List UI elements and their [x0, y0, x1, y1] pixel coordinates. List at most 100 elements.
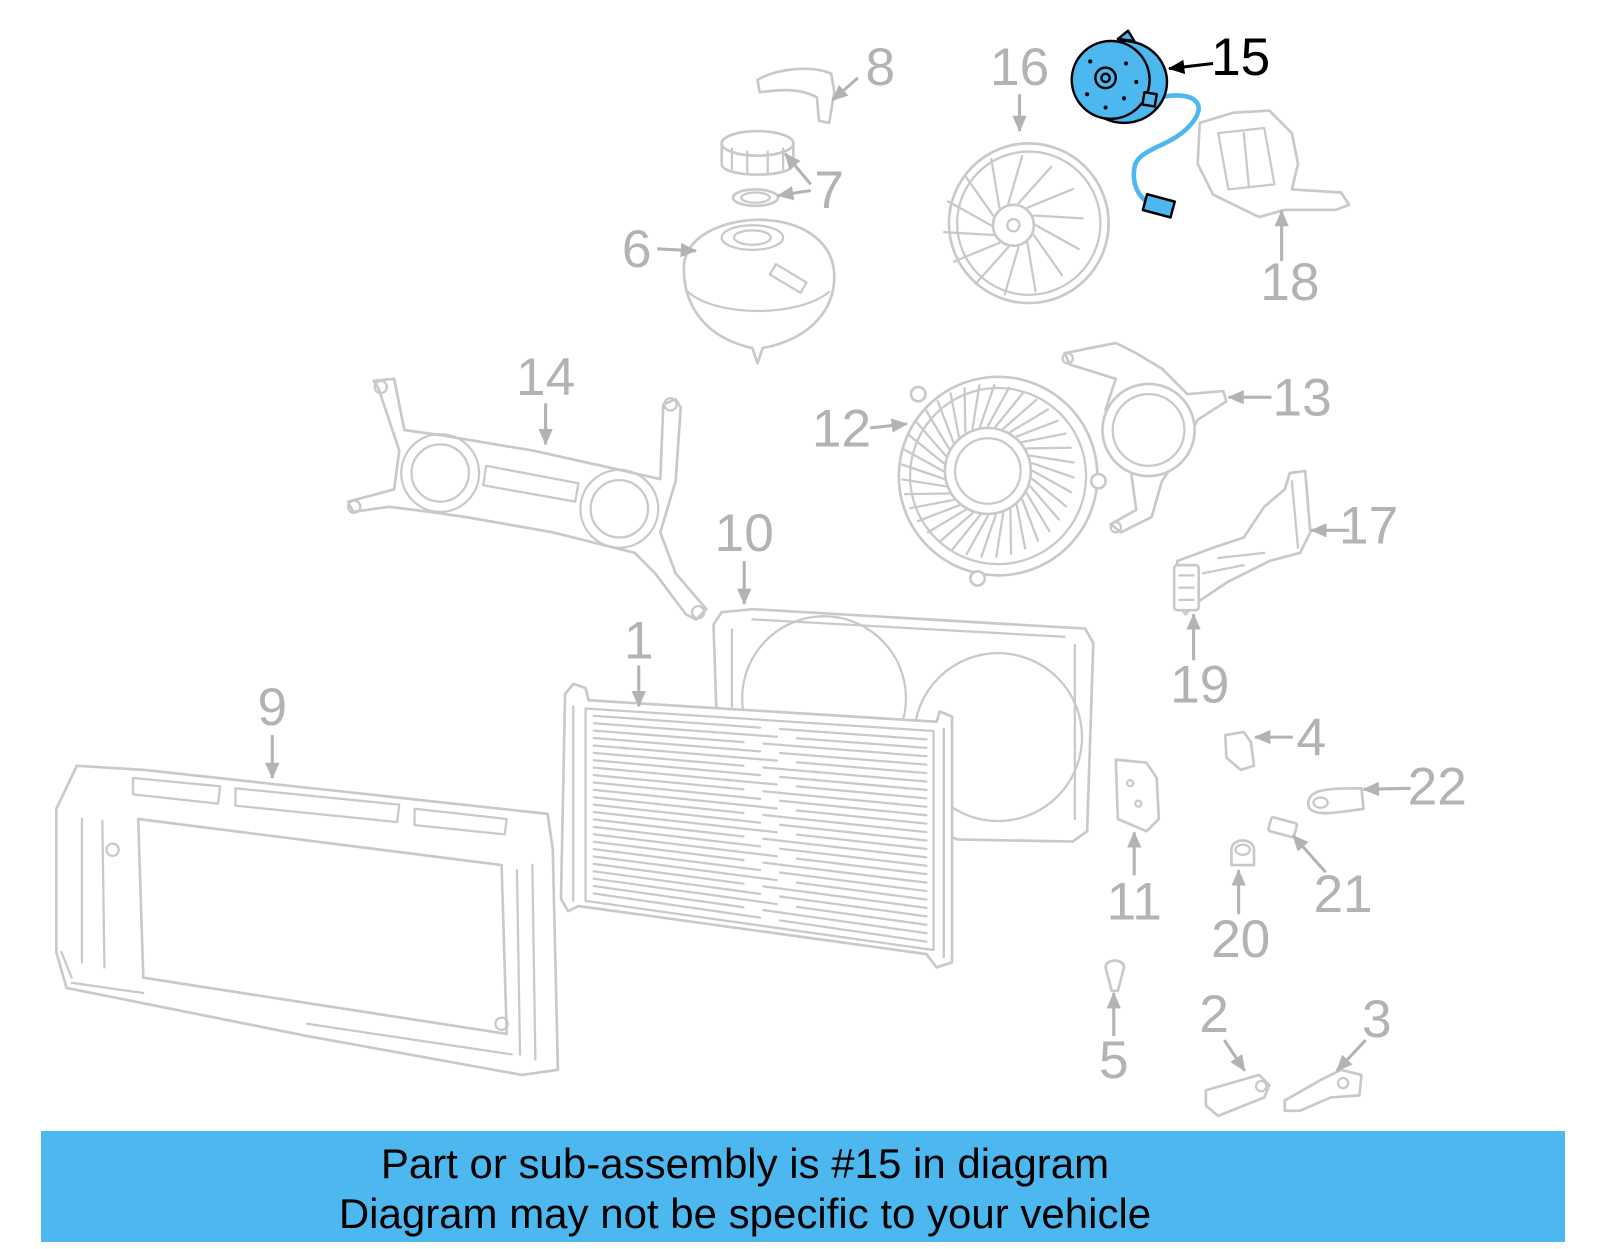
radiator-fin-line: [762, 790, 928, 808]
part-14-fan-bracket: [346, 377, 708, 621]
fan-blade-line: [1032, 214, 1084, 220]
fan-blade-line: [909, 498, 955, 510]
radiator-fin-line: [592, 840, 745, 862]
radiator-fin-line: [795, 761, 928, 775]
fan-16-blades: [943, 155, 1084, 296]
radiator-fin-line: [592, 722, 778, 738]
fan-blade-line: [1034, 224, 1080, 251]
fan-blade-line: [1002, 398, 1038, 430]
part-11-bracket: [1114, 758, 1161, 833]
part-4-clip: [1224, 730, 1256, 772]
callout-6: 6: [622, 220, 652, 279]
fan-blade-line: [965, 514, 989, 556]
callout-12: 12: [812, 399, 871, 458]
fan-blade-line: [1031, 477, 1068, 508]
fan-blade-line: [1009, 408, 1050, 434]
radiator-fin-line: [795, 785, 928, 800]
fan-blade-line: [1009, 508, 1013, 555]
fan-blade-line: [986, 386, 1011, 428]
fan-blade-line: [916, 504, 961, 523]
part-3-mount: [1283, 1068, 1363, 1113]
part-5-plug: [1104, 959, 1126, 993]
fan-blade-line: [952, 241, 1001, 263]
callout-13: 13: [1273, 369, 1332, 428]
radiator-fin-line: [592, 796, 745, 815]
callout-arrow-2: [1223, 1039, 1247, 1072]
fan-blade-line: [925, 409, 950, 450]
callout-3: 3: [1362, 990, 1392, 1049]
radiator-fin-line: [795, 881, 928, 901]
radiator-fin-line: [592, 736, 762, 753]
radiator-fin-line: [592, 870, 762, 895]
fan-blade-line: [951, 514, 982, 551]
radiator-fin-line: [778, 799, 928, 817]
part-12-fan-assembly: [897, 375, 1107, 587]
part-20-temperature-switch: [1230, 839, 1256, 867]
radiator-fin-line: [762, 908, 928, 935]
fan-blade-line: [1032, 233, 1064, 277]
radiator-fin-line: [592, 855, 778, 882]
radiator-fin-line: [795, 737, 928, 749]
callout-22: 22: [1408, 758, 1467, 817]
part-1-radiator: [559, 682, 954, 969]
part-21-connector: [1267, 815, 1299, 839]
radiator-fin-line: [778, 727, 928, 741]
callout-8: 8: [866, 38, 896, 97]
radiator-fin-line: [592, 884, 745, 909]
radiator-fin-line: [762, 885, 928, 909]
banner-line-disclaimer: Diagram may not be specific to your vehi…: [338, 1190, 1152, 1237]
radiator-fin-line: [592, 892, 762, 919]
callout-arrow-22: [1362, 781, 1411, 797]
callout-arrow-3: [1335, 1039, 1367, 1072]
callout-14: 14: [516, 348, 575, 407]
radiator-fin-line: [592, 714, 762, 729]
part-2-mount: [1204, 1073, 1271, 1118]
radiator-fins: [592, 714, 928, 943]
part-22-sensor-plug: [1306, 786, 1365, 815]
fan-blade-line: [1025, 446, 1072, 450]
part-18-mounting-bracket: [1196, 109, 1351, 219]
radiator-fin-line: [795, 833, 928, 851]
fan-blade-line: [1003, 246, 1020, 296]
radiator-fin-line: [778, 847, 928, 867]
radiator-fin-line: [778, 871, 928, 893]
fan-blade-line: [1015, 504, 1027, 550]
fan-blade-line: [903, 448, 944, 473]
part-9-radiator-support: [54, 764, 560, 1077]
callout-15: 15: [1211, 28, 1270, 87]
radiator-fin-line: [592, 788, 778, 810]
radiator-fin-line: [795, 905, 928, 926]
fan-blade-line: [1026, 241, 1037, 293]
part-15-fan-motor: [1070, 29, 1201, 219]
radiator-fin-line: [795, 809, 928, 825]
fan-blade-line: [901, 478, 947, 488]
banner-line-part-number: Part or sub-assembly is #15 in diagram: [380, 1140, 1110, 1187]
callout-17: 17: [1339, 497, 1398, 556]
radiator-fin-line: [778, 823, 928, 842]
radiator-fin-line: [592, 729, 745, 744]
fan-blade-line: [963, 174, 995, 217]
radiator-fin-line: [592, 803, 762, 824]
radiator-fin-line: [592, 744, 778, 762]
radiator-fin-line: [592, 862, 745, 885]
radiator-fin-line: [778, 895, 928, 918]
fan-blade-line: [980, 514, 997, 558]
callout-arrow-7b: [776, 186, 811, 201]
fan-blade-line: [1031, 469, 1073, 494]
radiator-fin-line: [592, 833, 778, 858]
callout-arrow-21: [1291, 834, 1327, 874]
fan-blade-line: [1021, 432, 1067, 444]
callout-arrow-8: [831, 76, 859, 102]
callout-7: 7: [814, 161, 844, 220]
fan-blade-line: [995, 512, 1005, 558]
radiator-fin-line: [762, 813, 928, 834]
fan-blade-line: [943, 231, 995, 237]
fan-blade-line: [1026, 187, 1075, 209]
callout-5: 5: [1099, 1031, 1129, 1090]
fan-blade-line: [1031, 462, 1075, 479]
radiator-fin-line: [778, 751, 928, 766]
fan-blade-line: [1028, 485, 1061, 521]
radiator-fin-line: [592, 766, 778, 786]
radiator-fin-line: [592, 877, 778, 906]
